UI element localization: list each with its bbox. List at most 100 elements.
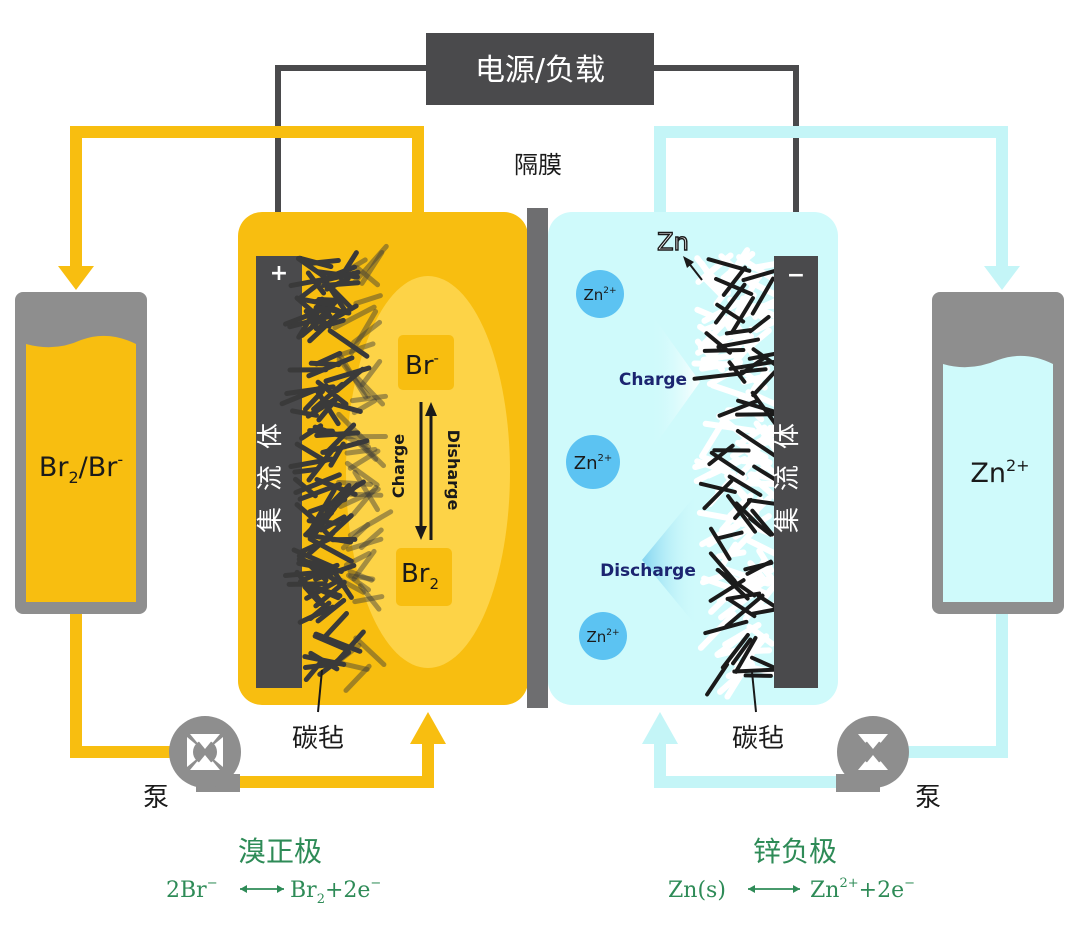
felt-fiber — [312, 633, 348, 652]
felt-fiber — [305, 257, 341, 267]
felt-fiber — [708, 578, 746, 603]
felt-fiber — [283, 568, 334, 579]
felt-fiber — [351, 319, 383, 345]
felt-fiber — [748, 516, 773, 537]
br-ion-box — [398, 335, 454, 390]
felt-fiber — [336, 356, 371, 399]
felt-fiber — [735, 429, 779, 459]
felt-fiber — [294, 441, 328, 464]
felt-fiber — [349, 393, 389, 404]
felt-fiber — [297, 604, 336, 625]
left-cell-electrolyte-glow — [346, 276, 510, 668]
left-half-cell: + 集流体 Br- Br2 Charge Disharge — [238, 212, 528, 705]
right-charge-label: Charge — [619, 370, 687, 390]
wire-positive — [275, 65, 428, 262]
felt-fiber — [736, 254, 779, 284]
felt-fiber — [348, 573, 376, 582]
felt-fiber — [740, 355, 767, 376]
felt-fiber — [295, 256, 329, 281]
right-collector — [774, 256, 818, 688]
felt-fiber — [315, 269, 360, 280]
felt-fiber — [694, 458, 737, 478]
left-pump — [169, 716, 241, 792]
felt-fiber — [727, 474, 763, 497]
felt-fiber — [357, 583, 382, 612]
left-charge-label: Charge — [389, 434, 408, 498]
felt-fiber — [294, 295, 332, 329]
felt-fiber — [743, 633, 770, 664]
felt-fiber — [305, 395, 341, 419]
felt-fiber — [334, 479, 366, 502]
left-equation: 2Br− Br2+2e− — [166, 876, 381, 907]
right-equation: Zn(s) Zn2++2e− — [668, 876, 915, 903]
felt-fiber — [714, 276, 754, 296]
zn-ion-3 — [579, 612, 627, 660]
felt-fiber — [750, 508, 775, 537]
felt-fiber — [322, 513, 354, 543]
felt-fiber — [314, 430, 361, 438]
felt-fiber — [751, 370, 777, 398]
felt-fiber — [745, 537, 780, 558]
felt-fiber — [333, 571, 354, 600]
felt-fiber — [355, 440, 379, 462]
right-return-pipe — [654, 126, 1008, 270]
felt-fiber — [295, 296, 335, 308]
felt-fiber — [354, 265, 381, 288]
felt-fiber — [705, 662, 730, 697]
felt-fiber — [325, 399, 363, 414]
felt-fiber — [709, 382, 759, 403]
felt-fiber — [351, 548, 377, 582]
felt-fiber — [358, 527, 384, 550]
felt-fiber — [702, 348, 746, 353]
membrane-label: 隔膜 — [514, 151, 562, 179]
felt-fiber — [344, 447, 378, 456]
right-electrode-title: 锌负极 — [753, 835, 837, 868]
felt-fiber — [310, 299, 338, 329]
right-collector-label: 集流体 — [773, 407, 803, 533]
left-discharge-label: Disharge — [444, 430, 463, 511]
felt-fiber — [311, 381, 345, 412]
felt-fiber — [733, 497, 753, 520]
felt-fiber — [306, 355, 355, 379]
felt-fiber — [347, 568, 374, 583]
zn-ion-3-label: Zn2+ — [586, 628, 619, 646]
felt-fiber — [733, 636, 758, 674]
felt-fiber — [696, 509, 738, 523]
felt-fiber — [720, 633, 750, 670]
felt-fiber — [353, 293, 383, 306]
felt-fiber — [338, 642, 362, 662]
felt-fiber — [698, 481, 737, 494]
left-feed-arrow-head — [410, 712, 446, 744]
power-load-label: 电源/负载 — [475, 53, 605, 88]
membrane — [527, 208, 548, 708]
felt-fiber — [321, 280, 361, 288]
left-tank-label: Br2/Br- — [39, 450, 123, 487]
felt-fiber — [703, 619, 749, 636]
external-circuit: 电源/负载 — [275, 33, 799, 262]
felt-fiber — [748, 314, 771, 334]
right-discharge-label: Discharge — [600, 561, 696, 581]
right-tank-liquid — [943, 355, 1053, 602]
felt-fiber — [321, 611, 350, 641]
felt-fiber — [359, 358, 383, 388]
felt-fiber — [747, 327, 772, 349]
right-equation-reactant: Zn(s) — [668, 878, 726, 903]
felt-fiber — [315, 389, 341, 427]
felt-fiber — [303, 308, 327, 328]
power-load-box — [426, 33, 654, 105]
br2-ion-box — [396, 548, 452, 606]
right-tank: Zn2+ — [932, 292, 1064, 614]
felt-fiber — [313, 305, 352, 316]
felt-fiber — [332, 629, 366, 667]
felt-fiber — [717, 660, 755, 695]
left-pipes — [70, 126, 434, 788]
felt-fiber — [352, 594, 385, 605]
right-pump-out-pipe — [654, 740, 848, 788]
felt-fiber — [323, 365, 372, 384]
felt-fiber — [716, 337, 760, 349]
right-tank-label: Zn2+ — [970, 456, 1029, 489]
left-feed-pipe — [70, 612, 185, 758]
right-felt-pointer — [751, 671, 757, 713]
felt-fiber — [707, 443, 735, 467]
felt-fiber — [732, 667, 782, 674]
